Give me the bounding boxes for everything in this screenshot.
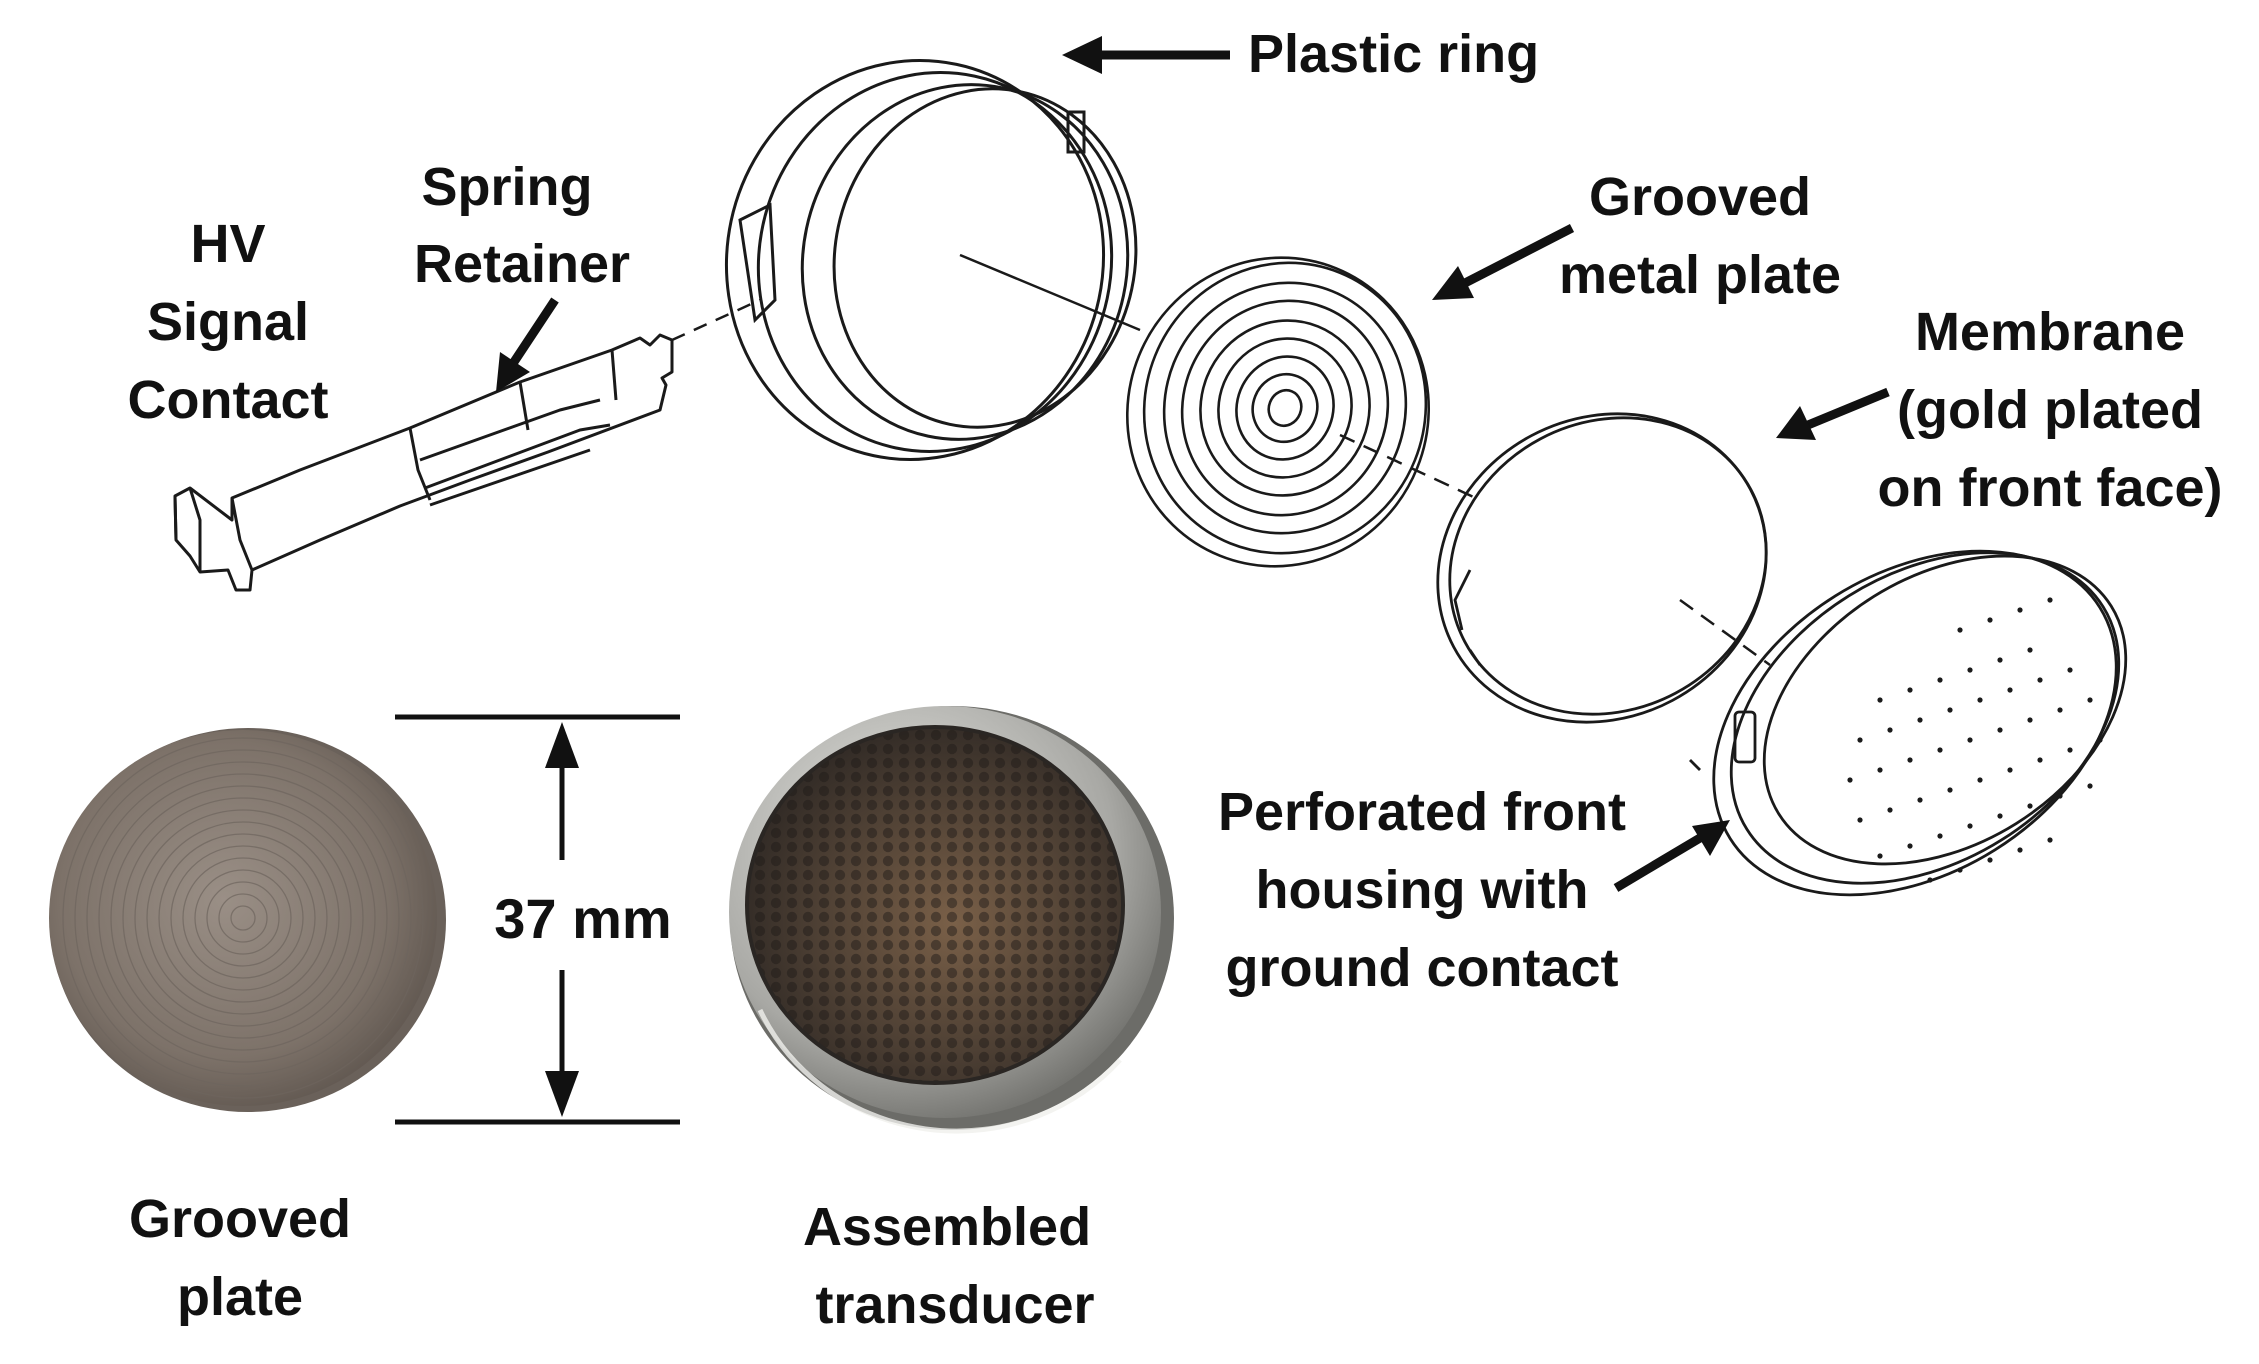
label-assembled-transducer-1: Assembled — [803, 1197, 1091, 1257]
axis-dash-4 — [1679, 598, 1771, 667]
label-front-housing-2: housing with — [1256, 860, 1589, 920]
perforated-front-housing-drawing — [1689, 549, 2128, 897]
label-assembled-transducer-2: transducer — [815, 1275, 1094, 1335]
label-membrane-3: on front face) — [1878, 458, 2223, 518]
axis-dash-2 — [959, 253, 1141, 332]
plastic-ring-drawing — [724, 59, 1138, 461]
label-plastic-ring: Plastic ring — [1248, 24, 1539, 84]
label-front-housing-1: Perforated front — [1218, 782, 1626, 842]
label-grooved-plate-1: Grooved — [129, 1189, 351, 1249]
arrow-spring-retainer — [508, 297, 559, 368]
grooved-metal-plate-drawing — [1125, 256, 1431, 568]
arrow-membrane — [1806, 387, 1890, 430]
label-spring-retainer-2: Retainer — [414, 234, 630, 294]
label-spring-retainer-1: Spring — [422, 157, 593, 217]
arrow-grooved-metal-plate — [1462, 223, 1575, 288]
arrowhead-spring-retainer — [496, 352, 530, 392]
label-front-housing-3: ground contact — [1226, 938, 1619, 998]
housing-perforations — [1847, 597, 2103, 883]
assembled-transducer-photo — [729, 706, 1174, 1134]
axis-dash-1 — [671, 298, 761, 342]
label-hv-1: HV — [190, 214, 265, 274]
arrowhead-grooved-metal-plate — [1432, 266, 1474, 300]
grooved-plate-photo — [49, 728, 446, 1112]
arrowhead-front-housing — [1692, 820, 1730, 856]
label-grooved-metal-plate-2: metal plate — [1559, 245, 1841, 305]
spring-retainer-drawing — [173, 333, 674, 592]
labels: Plastic ring Spring Retainer HV Signal C… — [128, 24, 2223, 1335]
dimension-marker — [395, 714, 680, 1125]
membrane-drawing — [1436, 412, 1768, 724]
label-hv-2: Signal — [147, 292, 309, 352]
arrow-front-housing — [1613, 834, 1703, 892]
label-grooved-plate-2: plate — [177, 1267, 303, 1327]
label-grooved-metal-plate-1: Grooved — [1589, 167, 1811, 227]
arrowhead-membrane — [1776, 406, 1816, 440]
arrowhead-plastic-ring — [1062, 36, 1102, 74]
label-dimension: 37 mm — [494, 887, 671, 950]
label-hv-3: Contact — [128, 370, 329, 430]
label-arrows — [496, 36, 1890, 892]
label-membrane-1: Membrane — [1915, 302, 2185, 362]
label-membrane-2: (gold plated — [1897, 380, 2203, 440]
